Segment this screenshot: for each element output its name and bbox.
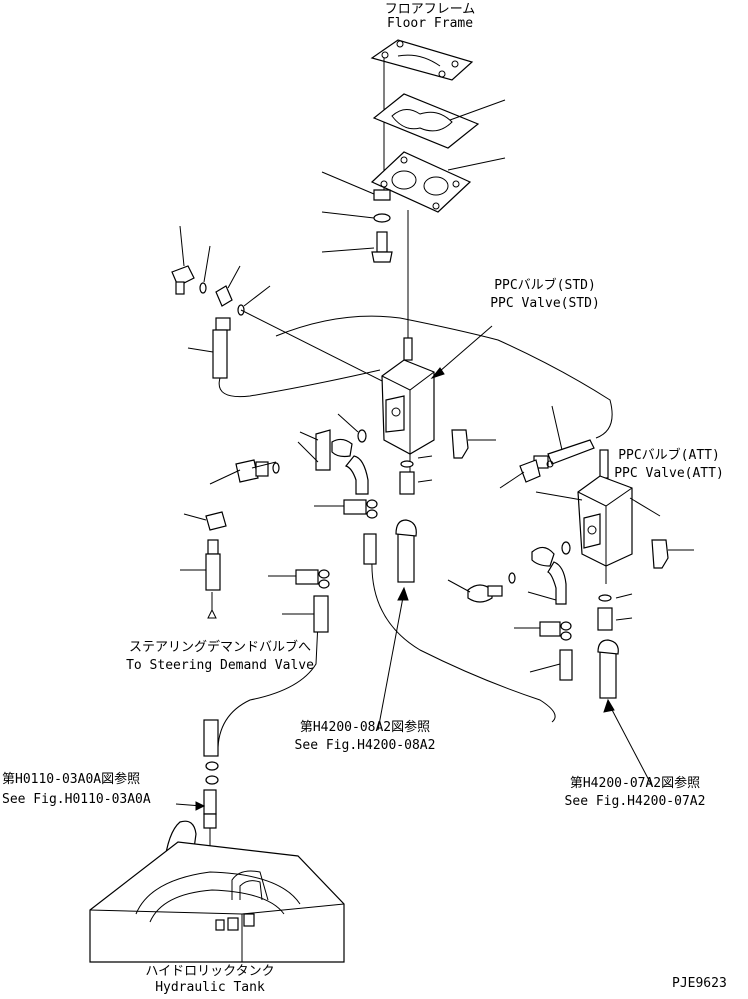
label-ref-h0110-en: See Fig.H0110-03A0A — [2, 792, 151, 807]
cover-plate — [372, 93, 506, 149]
label-ppc-att-jp: PPCバルブ(ATT) — [618, 448, 720, 463]
fastener-stack — [321, 171, 393, 263]
att-valve-bolt — [499, 405, 595, 489]
label-steering-en: To Steering Demand Valve — [126, 658, 314, 673]
valve-mounting-plate — [370, 151, 506, 213]
label-ref-h4200-07a2-en: See Fig.H4200-07A2 — [564, 794, 706, 809]
label-ppc-std-jp: PPCバルブ(STD) — [494, 278, 596, 293]
ppc-valve-att — [535, 449, 694, 584]
upper-left-fittings — [171, 225, 271, 379]
att-valve-lower-fittings — [597, 593, 653, 787]
label-floor-frame-jp: フロアフレーム — [384, 2, 476, 17]
label-ref-h0110-jp: 第H0110-03A0A図参照 — [2, 772, 141, 787]
tank-return-line — [175, 719, 219, 930]
label-tank-en: Hydraulic Tank — [155, 980, 265, 995]
label-ppc-att-en: PPC Valve(ATT) — [614, 466, 724, 481]
label-ref-h4200-07a2-jp: 第H4200-07A2図参照 — [569, 776, 701, 791]
ppc-valve-std — [381, 210, 496, 472]
direction-arrow — [207, 608, 217, 619]
floor-frame-plate — [370, 39, 474, 81]
label-ref-h4200-08a2-jp: 第H4200-08A2図参照 — [299, 720, 431, 735]
label-floor-frame-en: Floor Frame — [386, 16, 474, 31]
std-valve-lower-fittings — [377, 455, 433, 731]
hydraulic-tank — [89, 820, 345, 963]
drawing-number: PJE9623 — [672, 976, 727, 991]
label-ppc-std-en: PPC Valve(STD) — [490, 296, 600, 311]
std-elbow-assembly — [180, 413, 369, 591]
hose-lines — [211, 309, 613, 757]
middle-clamps — [268, 499, 378, 633]
label-ref-h4200-08a2-en: See Fig.H4200-08A2 — [294, 738, 436, 753]
att-elbow-assembly — [447, 541, 573, 681]
label-tank-jp: ハイドロリックタンク — [145, 964, 275, 979]
label-steering-jp: ステアリングデマンドバルブへ — [128, 640, 311, 655]
